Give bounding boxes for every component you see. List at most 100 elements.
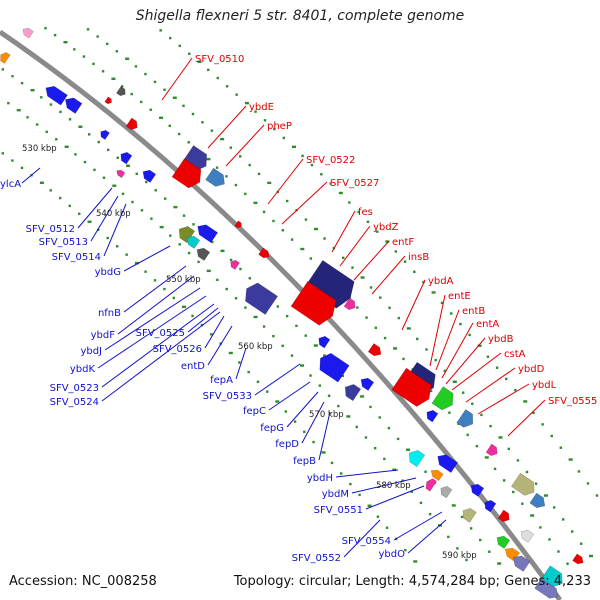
track-tick — [348, 201, 351, 204]
track-tick — [182, 214, 186, 217]
gene-feature-glyph — [171, 158, 202, 189]
track-tick — [207, 68, 210, 72]
track-tick — [342, 256, 345, 260]
track-tick — [539, 526, 542, 529]
track-tick — [102, 176, 106, 179]
gene-label-forward: ybdL — [532, 380, 557, 391]
track-tick — [229, 146, 232, 149]
track-tick — [346, 415, 351, 418]
gene-feature-glyph — [456, 409, 474, 428]
track-tick — [225, 175, 228, 178]
track-tick — [379, 296, 382, 299]
gene-feature-glyph — [360, 377, 375, 391]
leader-line — [207, 325, 233, 366]
track-tick — [282, 136, 285, 140]
gene-label-forward: ybdA — [428, 276, 454, 287]
track-tick — [523, 400, 528, 403]
track-tick — [163, 197, 167, 200]
track-tick — [159, 225, 164, 229]
track-tick — [97, 140, 100, 144]
track-tick — [521, 502, 524, 505]
track-tick — [329, 182, 332, 185]
gene-label-forward: ybdB — [488, 334, 514, 345]
track-tick — [206, 269, 211, 273]
accession-label: Accession: — [9, 574, 78, 589]
track-tick — [291, 145, 296, 149]
track-tick — [275, 400, 280, 403]
leader-line — [371, 255, 406, 295]
gene-label-reverse: fepC — [243, 406, 266, 417]
leader-line — [225, 124, 265, 167]
track-tick — [178, 243, 181, 246]
track-tick — [502, 479, 506, 482]
gene-label-reverse: ybdG — [95, 267, 121, 278]
gene-feature-glyph — [408, 450, 426, 468]
gene-feature-glyph — [205, 167, 225, 187]
track-tick — [557, 550, 560, 553]
track-tick — [356, 306, 359, 309]
track-tick — [424, 470, 427, 473]
track-tick — [530, 514, 535, 517]
track-tick — [140, 209, 144, 212]
track-tick — [541, 423, 544, 426]
track-tick — [571, 530, 574, 533]
track-tick — [284, 410, 287, 413]
leader-line — [351, 477, 417, 494]
track-tick — [450, 312, 453, 315]
track-tick — [295, 324, 298, 328]
track-tick — [78, 212, 81, 215]
track-tick — [595, 494, 599, 497]
track-tick — [321, 451, 326, 454]
track-tick — [489, 424, 492, 428]
track-tick — [466, 433, 469, 437]
leader-line — [465, 367, 516, 403]
leader-line — [204, 315, 225, 349]
track-tick — [225, 287, 228, 291]
track-tick — [406, 448, 411, 451]
gene-label-reverse: ybdK — [70, 364, 96, 375]
track-tick — [383, 457, 386, 461]
track-tick — [210, 333, 213, 336]
track-tick — [111, 77, 116, 80]
track-tick — [480, 413, 483, 417]
gene-feature-glyph — [186, 235, 201, 249]
gene-feature-glyph — [234, 220, 242, 229]
track-tick — [428, 512, 432, 516]
track-tick — [525, 470, 529, 474]
gene-feature-glyph — [100, 129, 110, 140]
gene-label-reverse: SFV_0512 — [26, 224, 75, 235]
track-tick — [168, 124, 171, 128]
gene-feature-glyph — [430, 469, 444, 482]
track-tick — [349, 482, 352, 486]
gene-feature-glyph — [319, 352, 350, 383]
gene-label-forward: ybdD — [518, 364, 545, 375]
track-tick — [191, 112, 195, 116]
track-tick — [40, 96, 43, 99]
track-tick — [244, 306, 247, 309]
track-tick — [406, 327, 411, 330]
track-tick — [516, 459, 520, 462]
gene-label-forward: entE — [448, 291, 471, 302]
track-tick — [229, 258, 233, 262]
leader-line — [187, 307, 219, 333]
track-tick — [101, 70, 105, 73]
track-tick — [82, 55, 86, 58]
track-tick — [35, 123, 39, 126]
track-tick — [425, 348, 428, 351]
gene-feature-glyph — [116, 86, 126, 97]
track-tick — [566, 562, 569, 565]
gene-feature-glyph — [462, 508, 477, 523]
track-tick — [477, 344, 482, 347]
leader-line — [429, 294, 446, 367]
track-tick — [239, 267, 242, 271]
gene-feature-glyph — [343, 297, 356, 311]
track-tick — [215, 166, 219, 169]
track-tick — [300, 364, 305, 367]
track-tick — [262, 325, 266, 328]
genome-summary: Topology: circular; Length: 4,574,284 bp… — [233, 574, 591, 589]
track-tick — [493, 467, 497, 471]
track-tick — [153, 279, 157, 282]
gene-label-reverse: SFV_0523 — [50, 383, 99, 394]
track-tick — [360, 395, 365, 398]
track-tick — [197, 260, 200, 264]
